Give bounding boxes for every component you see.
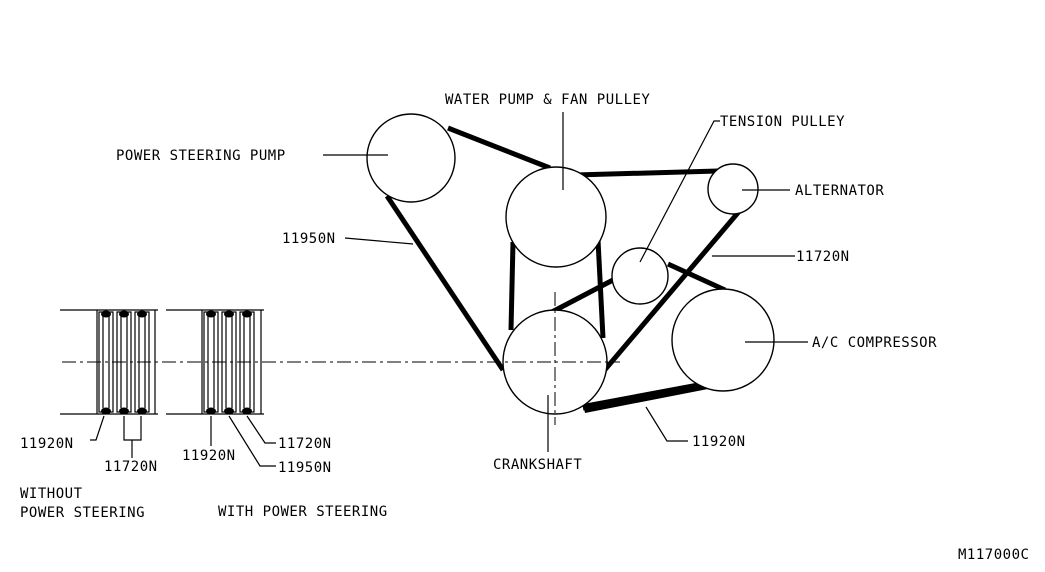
groove-group (203, 310, 255, 415)
ac-compressor-pulley (671, 288, 775, 392)
section-view-with-ps: 11920N 11720N 11950N WITH POWER STEERING (166, 309, 388, 520)
belt-alt-top (574, 168, 719, 178)
belt-tension-left (548, 277, 615, 316)
leader-tension-pulley (639, 120, 720, 263)
belt-ps-left (384, 194, 506, 372)
label-belt-11720n: 11720N (796, 249, 850, 265)
alternator-pulley (707, 163, 759, 215)
callout-without-11920n: 11920N (20, 436, 74, 452)
leader-11950n (344, 237, 414, 245)
label-tension-pulley: TENSION PULLEY (720, 114, 845, 130)
power-steering-pump-pulley (366, 113, 456, 203)
leader-11920n (645, 406, 688, 442)
label-belt-11950n: 11950N (282, 231, 336, 247)
title-without-line2: POWER STEERING (20, 505, 145, 521)
leader-lines (323, 112, 808, 452)
title-without-line1: WITHOUT (20, 486, 83, 502)
label-alternator: ALTERNATOR (795, 183, 884, 199)
label-water-pump: WATER PUMP & FAN PULLEY (445, 92, 650, 108)
callout-with-11950n: 11950N (278, 460, 332, 476)
label-ac-compressor: A/C COMPRESSOR (812, 335, 937, 351)
pulleys (366, 113, 775, 415)
belts (384, 125, 744, 413)
belt-ps-top (447, 125, 551, 171)
belt-alt-lower (601, 206, 744, 374)
callout-without-11720n: 11720N (104, 459, 158, 475)
callout-with-11720n: 11720N (278, 436, 332, 452)
water-pump-pulley (505, 166, 607, 268)
figure-id: M117000C (958, 547, 1029, 563)
belt-wp-left (508, 241, 516, 331)
belt-ac-bottom-fill (583, 381, 708, 413)
title-with-ps: WITH POWER STEERING (218, 504, 388, 520)
tension-pulley (611, 247, 669, 305)
section-view-without-ps: 11920N 11720N WITHOUT POWER STEERING (20, 309, 158, 521)
diagram-labels: WATER PUMP & FAN PULLEY TENSION PULLEY P… (116, 92, 937, 473)
belt-ac-top (666, 261, 727, 293)
label-belt-11920n: 11920N (692, 434, 746, 450)
callout-with-11920n: 11920N (182, 448, 236, 464)
groove-group (98, 310, 150, 415)
label-power-steering-pump: POWER STEERING PUMP (116, 148, 286, 164)
label-crankshaft: CRANKSHAFT (493, 457, 582, 473)
